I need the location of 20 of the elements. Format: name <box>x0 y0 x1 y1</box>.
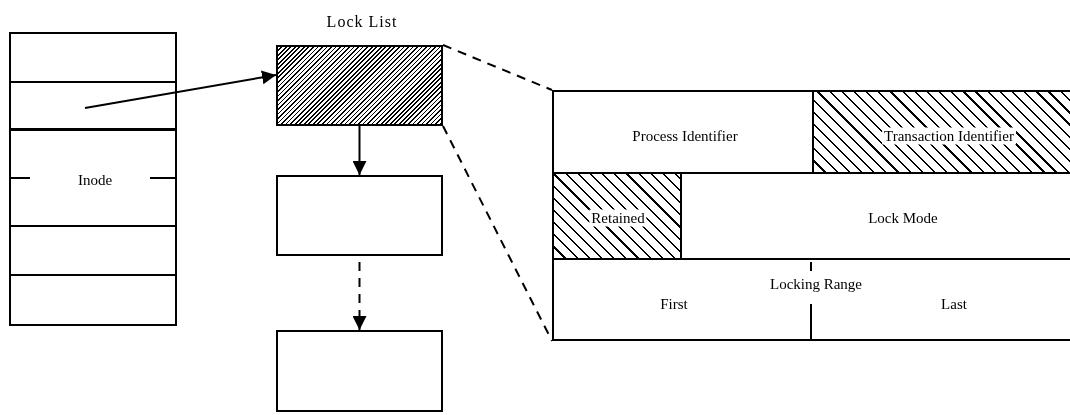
zoom-line <box>442 125 553 342</box>
inode-table <box>9 32 177 326</box>
field-label: Retained <box>589 209 647 227</box>
field-label: Last <box>940 295 968 313</box>
field-label: Process Identifier <box>631 127 739 145</box>
field-label: Lock Mode <box>867 209 939 227</box>
table-row <box>9 81 177 130</box>
list-entry-box <box>276 330 443 412</box>
list-entry-box <box>276 175 443 256</box>
field-label: Inode <box>76 171 114 189</box>
field-box <box>552 172 682 260</box>
list-heading: Lock List <box>325 13 399 31</box>
arrow <box>352 261 367 331</box>
zoom-line <box>442 44 553 91</box>
field-label: First <box>659 295 689 313</box>
field-box <box>812 90 1070 174</box>
field-label: Transaction Identifier <box>882 127 1016 145</box>
arrow <box>352 125 367 176</box>
field-label: Locking Range <box>768 275 864 293</box>
arrow <box>84 70 277 109</box>
